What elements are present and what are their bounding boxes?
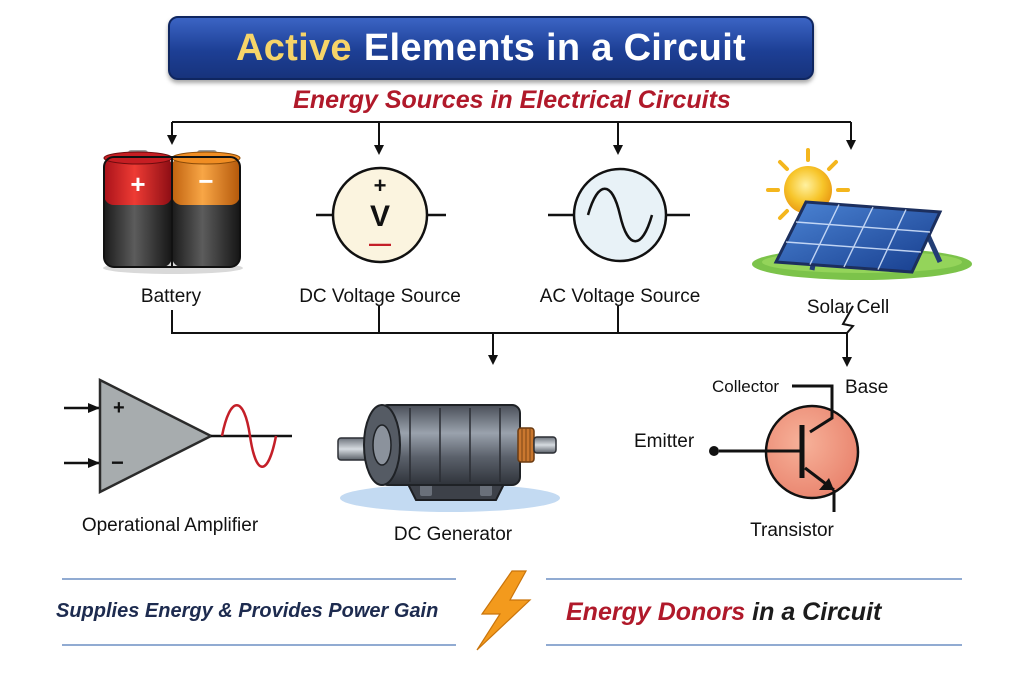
- dc-generator-icon: [337, 404, 560, 512]
- ac-voltage-source-icon: [548, 167, 690, 263]
- ac-voltage-source-label: AC Voltage Source: [539, 286, 701, 307]
- collector-label: Collector: [712, 377, 780, 396]
- transistor-icon: [709, 384, 860, 512]
- solar-cell-label: Solar Cell: [806, 297, 890, 318]
- footer-left-text: Supplies Energy & Provides Power Gain: [56, 600, 439, 622]
- battery-plus-sign: +: [130, 169, 145, 199]
- op-amp-minus-input: −: [111, 450, 124, 475]
- op-amp-plus-input: +: [113, 397, 125, 419]
- transistor-label: Transistor: [750, 520, 834, 541]
- dc-minus-sign: —: [369, 231, 391, 256]
- base-label: Base: [845, 377, 889, 398]
- emitter-label: Emitter: [634, 431, 695, 452]
- subtitle: Energy Sources in Electrical Circuits: [293, 86, 731, 114]
- title-rest: Elements in a Circuit: [363, 26, 747, 69]
- dc-voltage-source-label: DC Voltage Source: [299, 286, 461, 307]
- solar-cell-icon: [752, 148, 972, 280]
- top-bus: [167, 121, 856, 155]
- battery-icon: + −: [103, 150, 243, 274]
- footer-right-rest: in a Circuit: [752, 598, 882, 626]
- footer-right-highlight: Energy Donors: [566, 598, 746, 626]
- dc-generator-label: DC Generator: [393, 524, 513, 545]
- dc-v-letter: V: [370, 200, 390, 233]
- dc-voltage-source-icon: + V —: [316, 166, 446, 264]
- op-amp-label: Operational Amplifier: [81, 515, 259, 536]
- battery-label: Battery: [140, 286, 202, 307]
- lightning-bolt-icon: [476, 570, 532, 651]
- op-amp-icon: + −: [64, 377, 292, 495]
- dc-plus-sign: +: [374, 173, 387, 198]
- battery-minus-sign: −: [198, 166, 213, 196]
- title-banner: Active Elements in a Circuit: [168, 16, 814, 80]
- footer-right-text: Energy Donors in a Circuit: [566, 598, 881, 627]
- middle-bus: [171, 305, 855, 367]
- title-accent: Active: [235, 26, 352, 69]
- footer-lines: [62, 578, 962, 646]
